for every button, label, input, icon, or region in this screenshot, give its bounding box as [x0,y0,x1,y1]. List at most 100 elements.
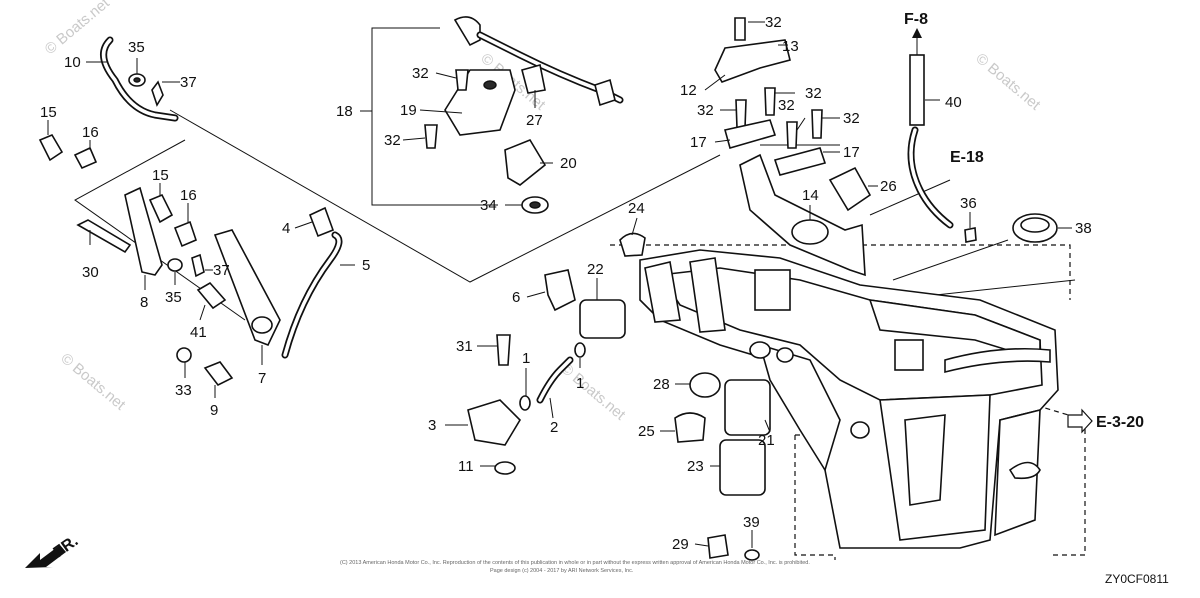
part-label: 27 [526,112,543,129]
shift-arm-14 [739,153,866,277]
part-label: 35 [128,39,145,56]
part-label: 33 [175,382,192,399]
diagram-code: ZY0CF0811 [1105,572,1169,586]
leader-lines [47,21,1072,548]
pad-23 [719,439,766,496]
bolt-32 [734,17,746,41]
bracket-19 [444,69,516,136]
part-label: 24 [628,200,645,217]
part-label: 17 [690,134,707,151]
plug-28 [689,372,721,398]
part-label: 41 [190,324,207,341]
grommet-20 [504,139,547,186]
clip-37 [151,80,164,107]
cap-33 [176,347,192,363]
part-label: 25 [638,423,655,440]
boot-26 [828,166,872,212]
part-label: 38 [1075,220,1092,237]
part-label: 11 [458,458,474,475]
oil-pan-housing [639,249,1059,549]
reference-e18[interactable]: E-18 [950,149,984,166]
valve-3 [467,399,522,446]
part-label: 36 [960,195,977,212]
part-label: 37 [180,74,197,91]
reference-e320[interactable]: E-3-20 [1096,414,1144,431]
part-label: 8 [140,294,148,311]
bolt-29 [707,534,729,559]
copyright-line-1: (C) 2013 American Honda Motor Co., Inc. … [340,560,810,566]
part-label: 22 [587,261,604,278]
linkage-7 [213,229,281,347]
harness-connector-18 [453,16,481,47]
part-label: 32 [412,65,429,82]
hose-40-lower [907,126,954,229]
bolt-31 [496,334,511,366]
group-bracket-18 [371,27,498,206]
part-label: 32 [805,85,822,102]
front-arrow-icon [25,545,66,568]
part-label: 39 [743,514,760,531]
part-label: 14 [802,187,819,204]
part-label: 32 [697,102,714,119]
part-label: 9 [210,402,218,419]
part-label: 2 [550,419,558,436]
part-label: 15 [40,104,57,121]
part-label: 17 [843,144,860,161]
part-label: 35 [165,289,182,306]
sleeve-41 [196,281,227,310]
clamp-27 [521,63,546,94]
part-label: 23 [687,458,704,475]
part-label: 13 [782,38,799,55]
clip-36 [964,227,977,243]
watermark: © Boats.net [57,350,129,414]
part-label: 30 [82,264,99,281]
part-label: 31 [456,338,473,355]
bracket-6 [544,269,576,312]
clip-37 [191,253,205,278]
assembly-line-left [169,109,721,283]
watermark: © Boats.net [557,360,629,424]
part-label: 37 [213,262,230,279]
clamp-1 [519,395,531,411]
part-label: 26 [880,178,897,195]
clamp-4 [308,206,335,238]
bolt-32 [764,87,776,116]
part-label: 3 [428,417,436,434]
part-label: 32 [765,14,782,31]
plug-9 [203,361,234,387]
part-label: 32 [843,110,860,127]
fitting-15 [38,133,64,162]
assembly-line-left-lower [74,139,246,321]
rod-5 [281,231,343,359]
bolt-32 [455,69,469,91]
o-ring-39 [744,549,760,561]
hose-40 [909,54,925,126]
part-label: 20 [560,155,577,172]
copyright-line-2: Page design (c) 2004 - 2017 by ARI Netwo… [490,568,634,574]
clamp-16 [173,220,197,248]
washer-35 [167,258,183,272]
lever-8 [124,186,163,276]
part-label: 5 [362,257,370,274]
plate-17 [773,147,827,176]
part-label: 29 [672,536,689,553]
bolt-32 [735,99,747,129]
bolt-30 [76,219,132,254]
part-label: 28 [653,376,670,393]
part-label: 6 [512,289,520,306]
reference-f8[interactable]: F-8 [904,11,928,28]
plate-13 [714,39,791,83]
bolt-32 [424,124,438,149]
part-label: 1 [522,350,530,367]
part-label: 16 [180,187,197,204]
part-number-labels: 10 35 37 15 16 15 16 30 8 35 37 41 7 4 5… [40,14,1092,553]
bolt-32 [786,121,798,149]
part-label: 21 [758,432,775,449]
part-label: 18 [336,103,353,120]
part-label: 40 [945,94,962,111]
plate-17 [724,119,777,149]
clamp-1 [574,342,586,358]
pad-21 [724,379,771,436]
part-label: 7 [258,370,266,387]
